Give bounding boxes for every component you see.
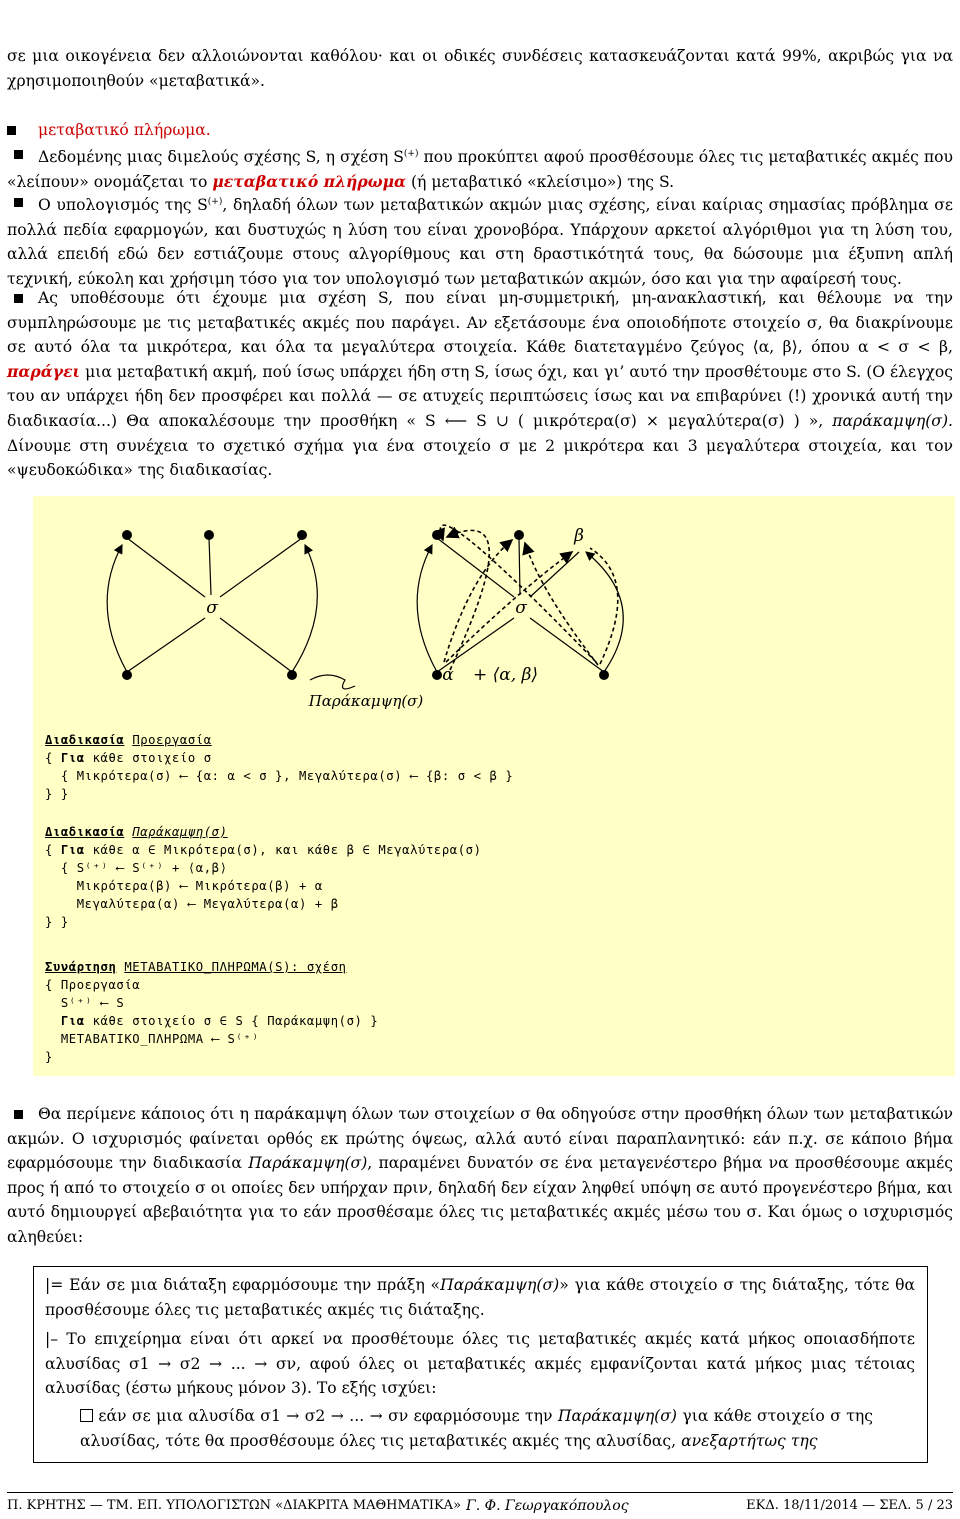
pseudocode-bypass: Διαδικασία Παράκαμψη(σ) { Για κάθε α ∈ Μ… [45, 825, 482, 929]
footer-author: Γ. Φ. Γεωργακόπουλος [466, 1498, 629, 1514]
node [204, 530, 214, 540]
footer-rule [7, 1492, 953, 1493]
figure-panel [33, 496, 955, 1076]
sigma-label-left: σ [206, 598, 218, 618]
theorem-box [33, 1266, 928, 1463]
pseudocode-transitive-closure: Συνάρτηση ΜΕΤΑΒΑΤΙΚΟ_ΠΛΗΡΩΜΑ(S): σχέση {… [45, 960, 379, 1064]
sigma-label-right: σ [515, 598, 527, 618]
bullet-icon [14, 1110, 23, 1119]
node [122, 530, 132, 540]
bullet-icon [7, 126, 16, 135]
added-pair-label: + ⟨α, β⟩ [473, 665, 538, 685]
proof-claim: εάν σε μια αλυσίδα σ1 → σ2 → ... → σν εφ… [80, 1407, 873, 1450]
diagram-left: σ [106, 530, 318, 680]
node [287, 670, 297, 680]
pseudocode-preprocessing: Διαδικασία Προεργασία { Για κάθε στοιχεί… [45, 733, 514, 801]
section-heading: μεταβατικό πλήρωμα. [7, 118, 938, 143]
paragraph-computation: Ο υπολογισμός της S(+), δηλαδή όλων των … [7, 196, 954, 288]
bullet-icon [14, 150, 23, 159]
paragraph-definition: Δεδομένης μιας διμελούς σχέσης S, η σχέσ… [7, 148, 953, 191]
intro-paragraph: σε μια οικογένεια δεν αλλοιώνονται καθόλ… [7, 47, 953, 90]
theorem-statement: |= Εάν σε μια διάταξη εφαρμόσουμε την πρ… [45, 1276, 915, 1319]
proof-statement: |– Το επιχείρημα είναι ότι αρκεί να προσ… [45, 1330, 915, 1398]
bullet-icon [14, 198, 23, 207]
footer-right: ΕΚΔ. 18/11/2014 — ΣΕΛ. 5 / 23 [746, 1498, 953, 1513]
diagram-right: β α σ + ⟨α, β⟩ [416, 524, 624, 685]
checkbox-icon [80, 1409, 93, 1422]
transform-arrow-icon [309, 674, 356, 690]
node [297, 530, 307, 540]
node [122, 670, 132, 680]
paragraph-claim: Θα περίμενε κάποιος ότι η παράκαμψη όλων… [7, 1105, 953, 1246]
alpha-label: α [442, 665, 454, 685]
bullet-icon [14, 294, 23, 303]
diagram-caption: Παράκαμψη(σ) [308, 692, 424, 710]
beta-label: β [573, 526, 584, 546]
paragraph-assumption: Ας υποθέσουμε ότι έχουμε μια σχέση S, πο… [7, 289, 953, 480]
footer-left: Π. ΚΡΗΤΗΣ — ΤΜ. ΕΠ. ΥΠΟΛΟΓΙΣΤΩΝ «ΔΙΑΚΡΙΤ… [7, 1498, 462, 1513]
